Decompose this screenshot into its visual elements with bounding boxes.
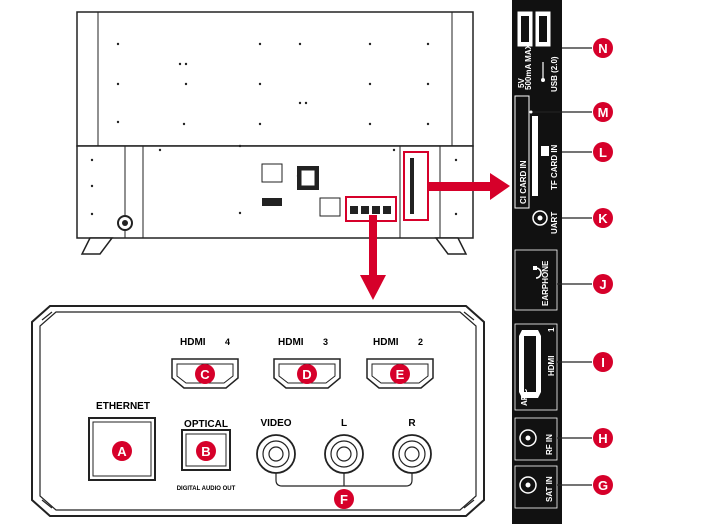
badge-h-label: H <box>598 431 607 446</box>
usb-label: USB (2.0) <box>550 56 559 92</box>
hdmi-2-number: 2 <box>418 337 423 347</box>
hdmi-2-brand: HDMI <box>373 337 399 348</box>
badge-e <box>390 364 410 384</box>
badge-k-label: K <box>598 211 608 226</box>
badge-d <box>297 364 317 384</box>
rf-in-port: RF IN H <box>514 417 613 461</box>
uart-port: UART K <box>532 208 613 234</box>
rf-in-label: RF IN <box>545 434 554 455</box>
hdmi-port-2: HDMI 2 E <box>366 337 434 389</box>
usb-spec-top: 5V <box>517 78 526 88</box>
hdmi-4-number: 4 <box>225 337 230 347</box>
badge-e-label: E <box>396 367 405 382</box>
usb-spec-bottom: 500mA MAX <box>524 43 533 90</box>
hdmi-1-arc-label: ARC <box>520 388 529 406</box>
sd-card-icon <box>541 146 549 156</box>
optical-sublabel: DIGITAL AUDIO OUT <box>177 486 236 492</box>
av-ports: VIDEO L R F <box>256 418 432 509</box>
video-jack <box>256 434 296 474</box>
badge-a-label: A <box>117 444 127 459</box>
badge-i-label: I <box>601 355 605 370</box>
hdmi-3-brand: HDMI <box>278 337 304 348</box>
badge-n <box>593 38 613 58</box>
hdmi-4-brand: HDMI <box>180 337 206 348</box>
down-arrow <box>360 215 386 300</box>
audio-left-jack <box>324 434 364 474</box>
badge-j-label: J <box>599 277 606 292</box>
badge-k <box>593 208 613 228</box>
badge-l-label: L <box>599 145 607 160</box>
badge-n-label: N <box>598 41 607 56</box>
badge-j <box>593 274 613 294</box>
badge-f-label: F <box>340 492 348 507</box>
hdmi-port-3: HDMI 3 D <box>273 337 341 389</box>
hdmi-port-4: HDMI 4 C <box>171 337 239 389</box>
optical-label: OPTICAL <box>184 419 228 430</box>
headphone-icon <box>533 266 542 279</box>
badge-f <box>334 489 354 509</box>
video-label: VIDEO <box>260 418 291 429</box>
usb-icon <box>541 62 545 82</box>
audio-left-label: L <box>341 418 347 429</box>
optical-port: OPTICAL B DIGITAL AUDIO OUT <box>177 419 236 492</box>
hdmi-1-number: 1 <box>547 327 556 332</box>
badge-l <box>593 142 613 162</box>
hdmi-1-brand: HDMI <box>547 356 556 376</box>
tf-card-slot: TF CARD IN L <box>532 116 613 196</box>
earphone-port: EARPHONE J <box>514 249 613 311</box>
badge-c-label: C <box>200 367 210 382</box>
badge-g <box>593 475 613 495</box>
badge-m <box>593 102 613 122</box>
badge-a <box>112 441 132 461</box>
uart-label: UART <box>550 212 559 234</box>
hdmi-port-1: ARC HDMI 1 I <box>514 323 613 411</box>
badge-i <box>593 352 613 372</box>
badge-d-label: D <box>302 367 311 382</box>
earphone-label: EARPHONE <box>541 260 550 306</box>
ethernet-port: ETHERNET A <box>88 401 156 481</box>
right-arrow <box>428 173 510 200</box>
ci-card-slot: CI CARD IN M <box>514 95 613 209</box>
ci-card-label: CI CARD IN <box>519 160 528 204</box>
tf-card-label: TF CARD IN <box>550 144 559 190</box>
badge-b-label: B <box>201 444 210 459</box>
tv-rear-view <box>76 11 474 255</box>
hdmi-3-number: 3 <box>323 337 328 347</box>
badge-c <box>195 364 215 384</box>
side-panel: 5V 500mA MAX USB (2.0) N CI CARD IN M <box>512 0 613 524</box>
sat-in-port: SAT IN G <box>514 465 613 509</box>
audio-right-jack <box>392 434 432 474</box>
badge-h <box>593 428 613 448</box>
badge-b <box>196 441 216 461</box>
audio-right-label: R <box>408 418 416 429</box>
sat-in-label: SAT IN <box>545 476 554 502</box>
usb-section: 5V 500mA MAX USB (2.0) N <box>517 11 613 92</box>
badge-m-label: M <box>598 105 609 120</box>
ethernet-label: ETHERNET <box>96 401 150 412</box>
badge-g-label: G <box>598 478 608 493</box>
